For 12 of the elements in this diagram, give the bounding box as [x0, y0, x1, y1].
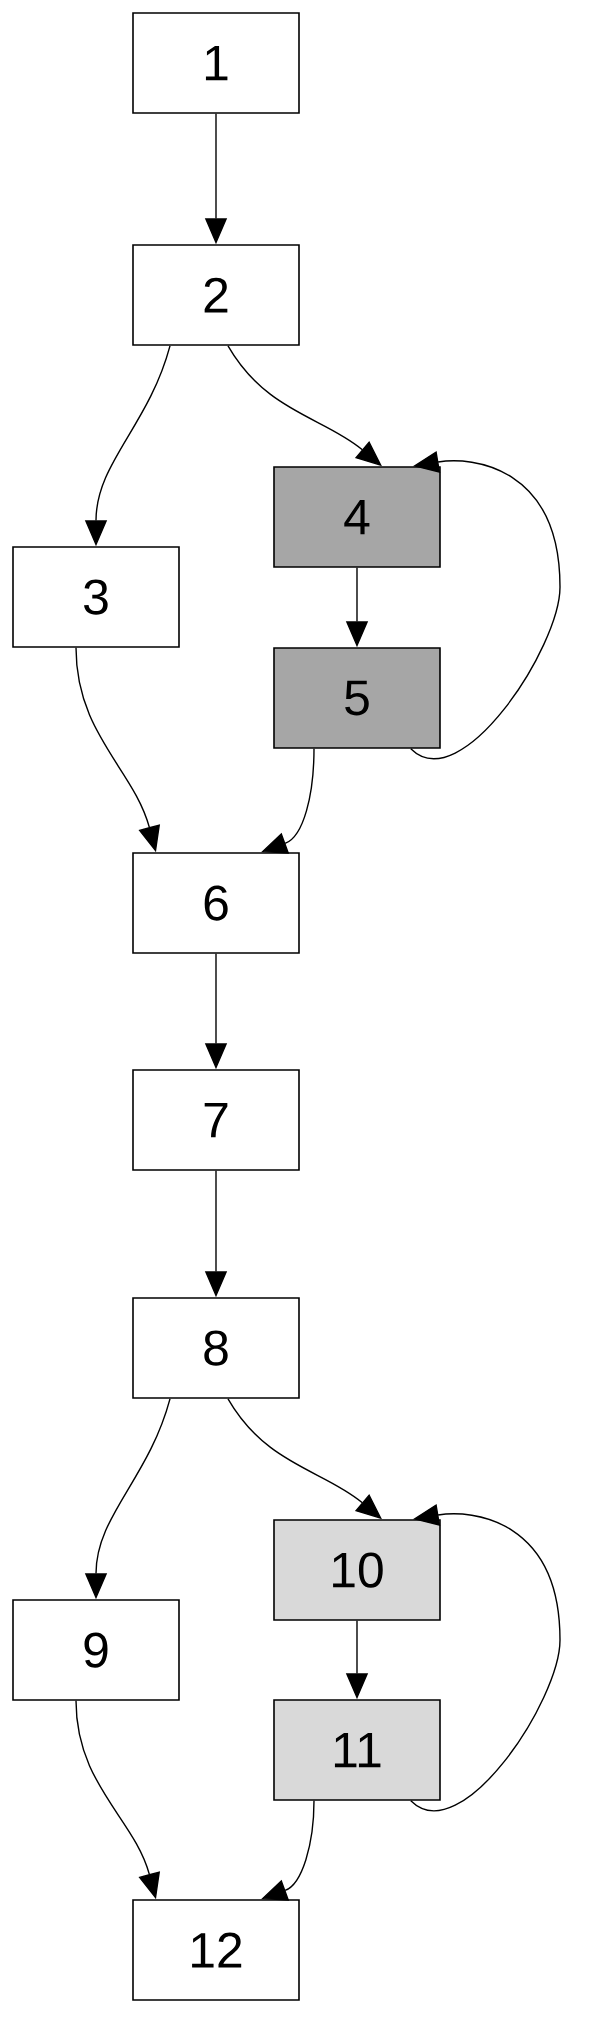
process-box: 10: [273, 1519, 441, 1621]
process-box: 7: [132, 1069, 300, 1171]
process-box: 5: [273, 647, 441, 749]
process-box: 9: [12, 1599, 180, 1701]
process-box: 6: [132, 852, 300, 954]
process-box: 8: [132, 1297, 300, 1399]
process-box: 1: [132, 12, 300, 114]
process-box: 12: [132, 1899, 300, 2001]
process-box: 11: [273, 1699, 441, 1801]
process-box: 4: [273, 466, 441, 568]
process-box: 2: [132, 244, 300, 346]
process-box: 3: [12, 546, 180, 648]
